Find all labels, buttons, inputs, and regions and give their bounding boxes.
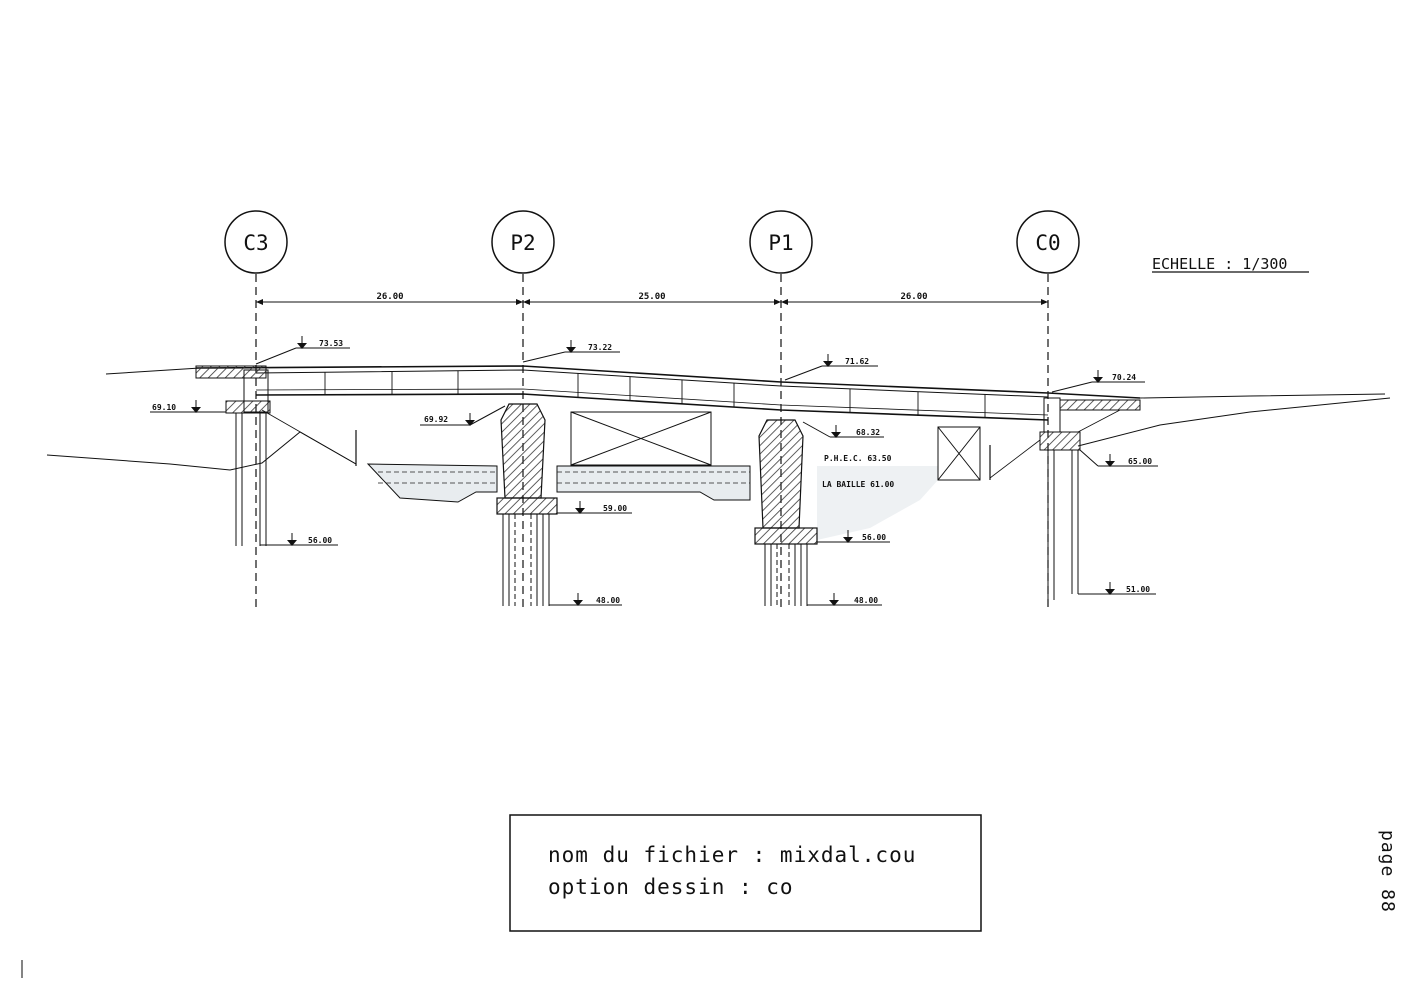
- drawing-option-line: option dessin : co: [548, 875, 794, 899]
- elevation-p1-soffit: 68.32: [856, 428, 880, 437]
- elevation-c0-cap: 65.00: [1128, 457, 1152, 466]
- axis-marker-c0: C0: [1016, 210, 1080, 274]
- river-bed-right: [817, 466, 938, 540]
- ground-line-left-top: [105, 367, 201, 375]
- elevation-c3-deck: 73.53: [319, 339, 343, 348]
- elevation-p2-pile-tip: 48.00: [596, 596, 620, 605]
- file-name-line: nom du fichier : mixdal.cou: [548, 843, 916, 867]
- elevation-p1-pile-tip: 48.00: [854, 596, 878, 605]
- span-label-1: 26.00: [376, 292, 403, 302]
- axis-label-c0: C0: [1035, 231, 1060, 255]
- axis-marker-p2: P2: [491, 210, 555, 274]
- elevation-marker-arrows: [191, 343, 1115, 606]
- pier-p2: [496, 403, 558, 606]
- elevation-c0-deck: 70.24: [1112, 373, 1136, 382]
- axis-label-c3: C3: [243, 231, 268, 255]
- water-level-phec: P.H.E.C. 63.50: [824, 454, 892, 463]
- pier-p1: [754, 419, 818, 606]
- page-number-label: page 88: [1377, 830, 1398, 913]
- scale-label: ECHELLE : 1/300: [1152, 255, 1287, 273]
- axis-label-p1: P1: [768, 231, 793, 255]
- water-level-baille: LA BAILLE 61.00: [822, 480, 894, 489]
- axis-centerlines: [255, 274, 1049, 608]
- elevation-p1-deck: 71.62: [845, 357, 869, 366]
- axis-marker-p1: P1: [749, 210, 813, 274]
- water-level-lines: [378, 471, 750, 484]
- elevation-p2-footing: 59.00: [603, 504, 627, 513]
- span-label-2: 25.00: [638, 292, 665, 302]
- span-dimension-line: [256, 299, 1048, 305]
- ground-line-right-top: [1139, 393, 1386, 399]
- file-info-box: nom du fichier : mixdal.cou option dessi…: [509, 814, 982, 932]
- elevation-p1-footing: 56.00: [862, 533, 886, 542]
- bridge-deck: [195, 365, 1141, 421]
- culvert-box-middle: [570, 411, 712, 466]
- abutment-c0: [989, 397, 1141, 600]
- elevation-marker-lines: [150, 336, 1158, 606]
- ground-line-right-lower: [1077, 397, 1391, 447]
- river-bed-left: [366, 463, 498, 503]
- abutment-c3: [195, 365, 357, 546]
- elevation-c3-cap: 69.10: [152, 403, 176, 412]
- elevation-c0-pile-tip: 51.00: [1126, 585, 1150, 594]
- culvert-box-right: [937, 426, 981, 481]
- elevation-p2-deck: 73.22: [588, 343, 612, 352]
- elevation-c3-pile-tip: 56.00: [308, 536, 332, 545]
- axis-marker-c3: C3: [224, 210, 288, 274]
- elevation-p2-soffit: 69.92: [424, 415, 448, 424]
- span-label-3: 26.00: [900, 292, 927, 302]
- axis-label-p2: P2: [510, 231, 535, 255]
